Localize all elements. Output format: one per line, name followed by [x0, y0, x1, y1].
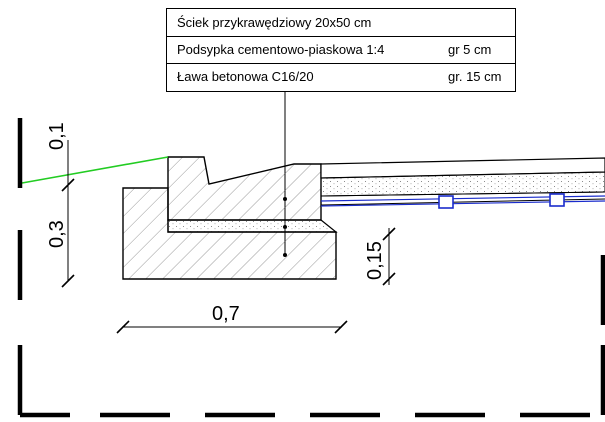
dimension-left-height: 0,3: [46, 190, 75, 288]
dimension-bench-width-label: 0,7: [212, 303, 240, 325]
legend-table: Ściek przykrawędziowy 20x50 cm Podsypka …: [166, 8, 516, 92]
pavement-base-layer: [320, 171, 605, 197]
legend-row-name: Ława betonowa C16/20: [177, 69, 314, 84]
dimension-top-height: 0,1: [46, 122, 75, 192]
legend-border: [166, 8, 516, 92]
edge-gutter: [167, 156, 322, 221]
legend-row-thickness: gr 5 cm: [448, 42, 491, 57]
drainage-pipe: [320, 193, 605, 209]
bedding-layer: [167, 219, 338, 233]
legend-row-thickness: gr. 15 cm: [448, 69, 501, 84]
dimension-left-height-label: 0,3: [46, 220, 68, 248]
dimension-bench-width: 0,7: [116, 303, 348, 334]
legend-row-name: Ściek przykrawędziowy 20x50 cm: [177, 15, 371, 30]
drawing-frame-dashed: [17, 118, 605, 418]
dimension-bench-height-label: 0,15: [364, 241, 386, 280]
road-pavement-layers: [320, 157, 605, 206]
terrain-line: [21, 156, 169, 184]
pipe-joint: [438, 195, 454, 209]
legend-row-name: Podsypka cementowo-piaskowa 1:4: [177, 42, 384, 57]
pipe-joint: [549, 193, 565, 207]
dimension-top-height-label: 0,1: [46, 122, 68, 150]
dimension-bench-height: 0,15: [364, 227, 396, 286]
